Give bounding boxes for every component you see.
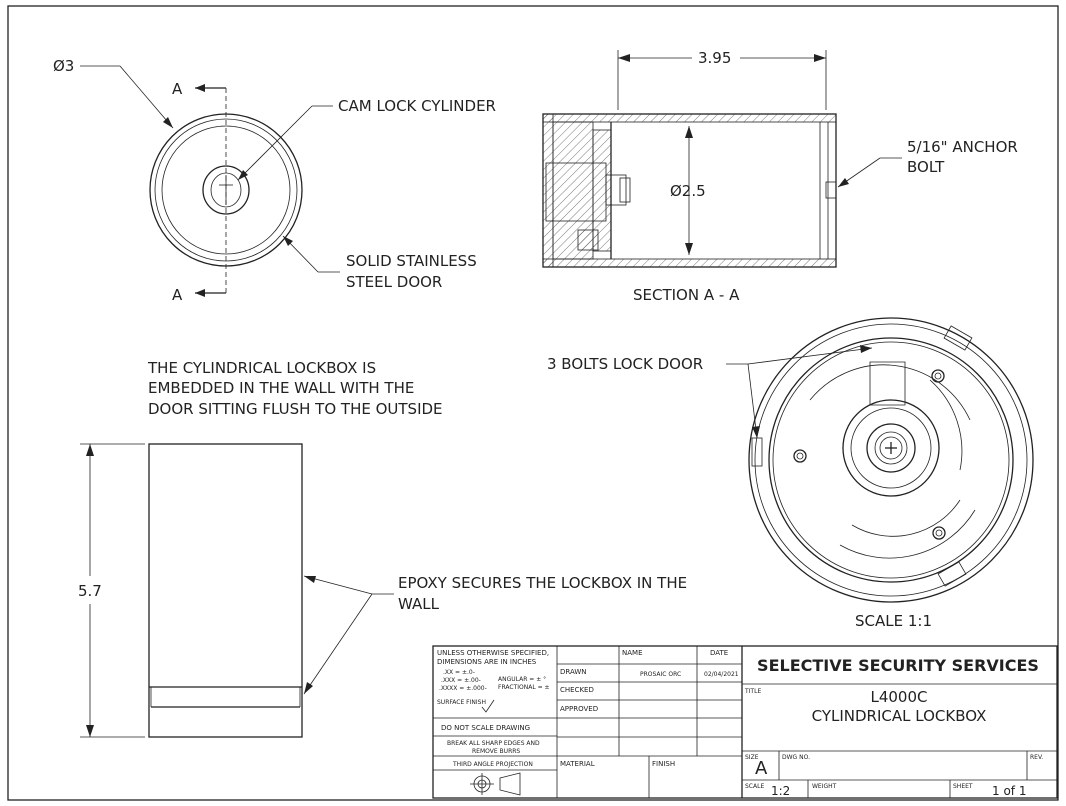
- row-checked: CHECKED: [560, 686, 594, 694]
- section-length-label: 3.95: [698, 49, 731, 67]
- rev-label: REV.: [1030, 754, 1043, 761]
- side-view: 5.7 EPOXY SECURES THE LOCKBOX IN THE WAL…: [78, 443, 687, 738]
- break-edges-line1: BREAK ALL SHARP EDGES AND: [447, 740, 540, 747]
- iso-view: 3 BOLTS LOCK DOOR SCALE 1:1: [547, 317, 1034, 630]
- company-name: SELECTIVE SECURITY SERVICES: [757, 656, 1039, 675]
- section-marker-bottom: A: [172, 286, 183, 304]
- surface-finish: SURFACE FINISH: [437, 699, 486, 706]
- section-title: SECTION A - A: [633, 286, 740, 304]
- epoxy-label-line2: WALL: [398, 595, 440, 613]
- drawn-name: PROSAIC ORC: [640, 671, 681, 678]
- finish-label: FINISH: [652, 760, 675, 768]
- tol-xxxx: .XXXX = ±.000-: [439, 685, 487, 692]
- scale-value: 1:2: [771, 784, 790, 798]
- tol-fractional: FRACTIONAL = ±: [498, 684, 550, 691]
- door-label-line1: SOLID STAINLESS: [346, 252, 477, 270]
- note-line2: EMBEDDED IN THE WALL WITH THE: [148, 379, 414, 397]
- title-block: UNLESS OTHERWISE SPECIFIED, DIMENSIONS A…: [432, 645, 1058, 799]
- row-approved: APPROVED: [560, 705, 598, 713]
- section-view: 3.95 Ø2.5 5/16" ANCHOR BOLT SECTION A - …: [542, 49, 1018, 304]
- side-height-label: 5.7: [78, 582, 102, 600]
- drawn-date: 02/04/2021: [704, 671, 739, 678]
- title-line1: L4000C: [870, 688, 927, 706]
- tol-xxx: .XXX = ±.00-: [441, 677, 481, 684]
- section-diameter-label: Ø2.5: [670, 182, 706, 200]
- sheet-value: 1 of 1: [992, 784, 1026, 798]
- anchor-label-line1: 5/16" ANCHOR: [907, 138, 1018, 156]
- epoxy-label-line1: EPOXY SECURES THE LOCKBOX IN THE: [398, 574, 687, 592]
- anchor-label-line2: BOLT: [907, 158, 945, 176]
- projection-symbol-icon: [470, 772, 521, 796]
- note-line3: DOOR SITTING FLUSH TO THE OUTSIDE: [148, 400, 443, 418]
- section-marker-top: A: [172, 80, 183, 98]
- col-name: NAME: [622, 649, 643, 657]
- weight-label: WEIGHT: [812, 783, 837, 790]
- size-label: SIZE: [745, 754, 759, 761]
- door-label-line2: STEEL DOOR: [346, 273, 442, 291]
- tol-xx: .XX = ±.0-: [443, 669, 475, 676]
- sheet-border: [7, 5, 1059, 801]
- projection-label: THIRD ANGLE PROJECTION: [452, 761, 533, 768]
- row-drawn: DRAWN: [560, 668, 587, 676]
- tol-line2: DIMENSIONS ARE IN INCHES: [437, 658, 537, 666]
- material-label: MATERIAL: [560, 760, 595, 768]
- bolts-label: 3 BOLTS LOCK DOOR: [547, 355, 703, 373]
- scale-label: SCALE: [745, 783, 764, 790]
- col-date: DATE: [710, 649, 728, 657]
- dwg-no-label: DWG NO.: [782, 754, 810, 761]
- cam-lock-label: CAM LOCK CYLINDER: [338, 97, 496, 115]
- tol-angular: ANGULAR = ± °: [498, 676, 546, 683]
- size-value: A: [755, 758, 768, 779]
- top-diameter-label: Ø3: [53, 57, 74, 75]
- break-edges-line2: REMOVE BURRS: [472, 748, 520, 755]
- top-view: A A Ø3 CAM LOCK CYLINDER SOLID STAINLESS…: [53, 57, 496, 304]
- title-line2: CYLINDRICAL LOCKBOX: [812, 707, 987, 725]
- note-line1: THE CYLINDRICAL LOCKBOX IS: [147, 359, 376, 377]
- drawing-note: THE CYLINDRICAL LOCKBOX IS EMBEDDED IN T…: [147, 359, 443, 418]
- tol-line1: UNLESS OTHERWISE SPECIFIED,: [437, 649, 549, 657]
- do-not-scale: DO NOT SCALE DRAWING: [441, 724, 530, 732]
- iso-scale-label: SCALE 1:1: [855, 612, 932, 630]
- sheet-label: SHEET: [953, 783, 973, 790]
- title-label: TITLE: [744, 688, 761, 695]
